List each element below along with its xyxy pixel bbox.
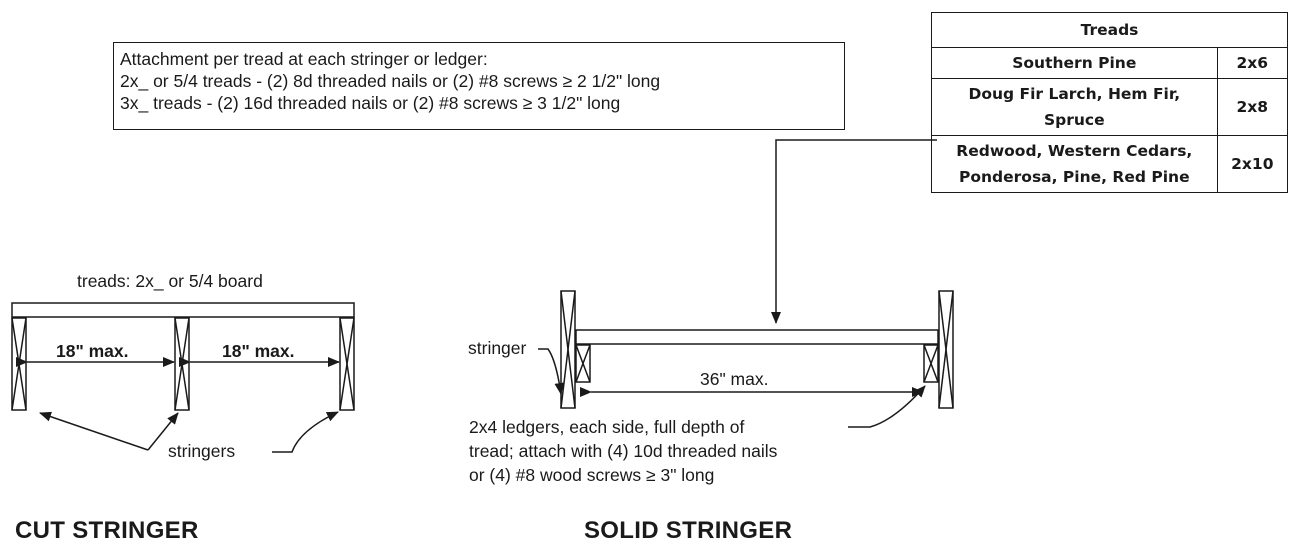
solid-ledger-note-line2: tread; attach with (4) 10d threaded nail… bbox=[469, 441, 778, 461]
table-cell-size: 2x8 bbox=[1216, 78, 1289, 136]
treads-table-header: Treads bbox=[931, 12, 1288, 48]
cut-tread-board bbox=[11, 302, 355, 318]
solid-span-label: 36" max. bbox=[700, 369, 769, 389]
treads-table-header-row: Treads bbox=[931, 12, 1288, 48]
solid-stringer-drawing bbox=[538, 139, 954, 428]
solid-stringer-title: SOLID STRINGER bbox=[584, 517, 793, 544]
cut-stringer-title: CUT STRINGER bbox=[15, 517, 199, 544]
attachment-note-box: Attachment per tread at each stringer or… bbox=[113, 42, 845, 130]
cut-stringer-left bbox=[11, 317, 27, 411]
solid-ledger-note-line1: 2x4 ledgers, each side, full depth of bbox=[469, 417, 745, 437]
treads-table: Treads Southern Pine 2x6 Doug Fir Larch,… bbox=[931, 12, 1289, 193]
attachment-note-line2: 2x_ or 5/4 treads - (2) 8d threaded nail… bbox=[120, 71, 661, 91]
table-cell-species: Doug Fir Larch, Hem Fir, Spruce bbox=[931, 78, 1218, 136]
solid-ledger-leader bbox=[848, 385, 926, 428]
solid-ledger-left bbox=[575, 344, 591, 383]
table-row: Redwood, Western Cedars, Ponderosa, Pine… bbox=[931, 135, 1289, 193]
solid-stringer-right bbox=[938, 290, 954, 409]
solid-stringer-label: stringer bbox=[468, 338, 527, 358]
cut-stringers-label: stringers bbox=[168, 441, 236, 461]
cut-leader-right bbox=[272, 411, 339, 453]
cut-leader-left bbox=[39, 411, 149, 451]
cut-span-left-label: 18" max. bbox=[56, 341, 129, 361]
solid-ledger-right bbox=[923, 344, 939, 383]
table-cell-species: Southern Pine bbox=[931, 47, 1218, 79]
table-cell-size: 2x6 bbox=[1216, 47, 1289, 79]
cut-leader-middle bbox=[147, 412, 179, 451]
table-row: Southern Pine 2x6 bbox=[931, 47, 1289, 79]
cut-stringer-drawing bbox=[11, 302, 355, 453]
table-cell-size: 2x10 bbox=[1216, 135, 1289, 193]
table-cell-species: Redwood, Western Cedars, Ponderosa, Pine… bbox=[931, 135, 1218, 193]
attachment-note-line1: Attachment per tread at each stringer or… bbox=[120, 49, 488, 69]
cut-stringer-middle bbox=[174, 317, 190, 411]
attachment-note-line3: 3x_ treads - (2) 16d threaded nails or (… bbox=[120, 93, 621, 113]
table-to-tread-leader bbox=[771, 139, 937, 324]
cut-stringer-right bbox=[339, 317, 355, 411]
solid-ledger-note-line3: or (4) #8 wood screws ≥ 3" long bbox=[469, 465, 715, 485]
solid-stringer-left bbox=[560, 290, 576, 409]
solid-tread-board bbox=[575, 329, 939, 345]
table-row: Doug Fir Larch, Hem Fir, Spruce 2x8 bbox=[931, 78, 1289, 136]
solid-stringer-leader bbox=[538, 348, 565, 395]
cut-treads-label: treads: 2x_ or 5/4 board bbox=[77, 271, 263, 291]
cut-span-right-label: 18" max. bbox=[222, 341, 295, 361]
